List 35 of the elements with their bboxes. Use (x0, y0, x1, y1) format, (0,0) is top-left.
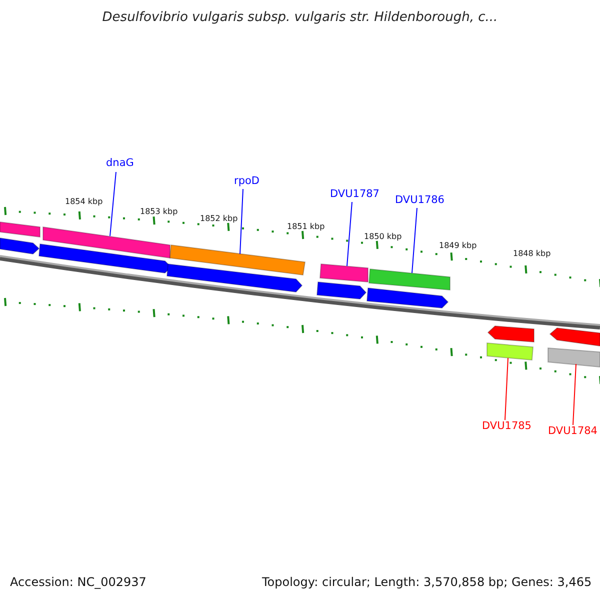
gene-bar (0, 221, 40, 238)
leader-line (504, 358, 508, 420)
leader-line (346, 202, 352, 266)
leader-line (240, 188, 244, 254)
gene-label: DVU1787 (330, 189, 380, 200)
gene-bar (42, 226, 170, 259)
gene-block (0, 237, 40, 255)
scale-label: 1852 kbp (200, 215, 238, 223)
scale-label: 1851 kbp (287, 223, 325, 231)
gene-label: DVU1784 (548, 426, 598, 436)
gene-bar (319, 263, 368, 283)
gene-label: dnaG (106, 158, 134, 168)
genome-info-text: Topology: circular; Length: 3,570,858 bp; Genes: 3,465 (262, 576, 592, 588)
gene-block (166, 263, 303, 293)
gene-block (316, 281, 367, 300)
gene-block (366, 287, 449, 309)
scale-label: 1850 kbp (364, 233, 402, 241)
scale-label: 1848 kbp (513, 250, 551, 258)
leader-line (572, 364, 576, 426)
scale-label: 1849 kbp (439, 242, 477, 250)
leader-line (110, 172, 116, 236)
gene-label: DVU1786 (395, 195, 444, 206)
gene-block (487, 325, 534, 343)
gene-bar (486, 342, 534, 361)
gene-bar (368, 268, 450, 291)
gene-label: rpoD (234, 176, 260, 186)
leader-line (412, 208, 418, 274)
gene-bar (169, 244, 306, 276)
title: Desulfovibrio vulgaris subsp. vulgaris str. Hildenborough, c... (101, 11, 499, 24)
accession-text: Accession: NC_002937 (10, 576, 146, 588)
gene-block (549, 327, 600, 347)
gene-bar (548, 347, 600, 368)
scale-label: 1854 kbp (65, 198, 103, 206)
scale-label: 1853 kbp (140, 208, 178, 216)
gene-label: DVU1785 (482, 421, 532, 432)
